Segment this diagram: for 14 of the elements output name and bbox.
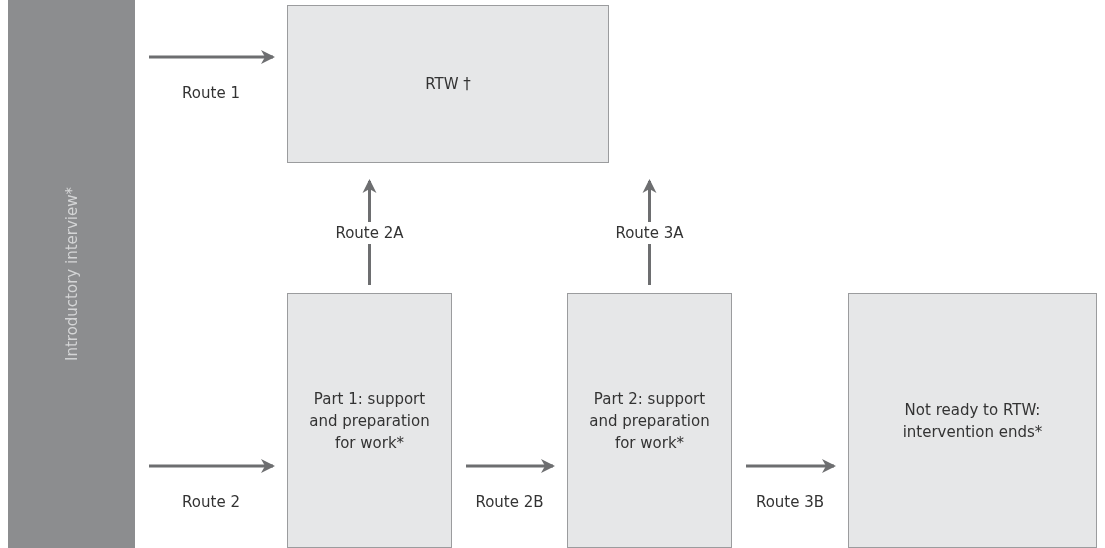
stage-box	[567, 293, 732, 548]
stage-bar	[8, 0, 135, 548]
stage-box	[287, 5, 609, 163]
arrow	[746, 459, 836, 473]
stage-box	[287, 293, 452, 548]
arrow	[466, 459, 555, 473]
node-label: Part 1: support and preparation for work*	[308, 388, 431, 454]
arrow	[149, 50, 275, 64]
node-label: RTW †	[424, 74, 472, 95]
arrow	[149, 459, 275, 473]
node-label: Not ready to RTW: intervention ends*	[901, 399, 1044, 443]
node-label: Part 2: support and preparation for work*	[588, 388, 711, 454]
stage-box	[848, 293, 1097, 548]
node-label: Introductory interview*	[61, 187, 82, 361]
